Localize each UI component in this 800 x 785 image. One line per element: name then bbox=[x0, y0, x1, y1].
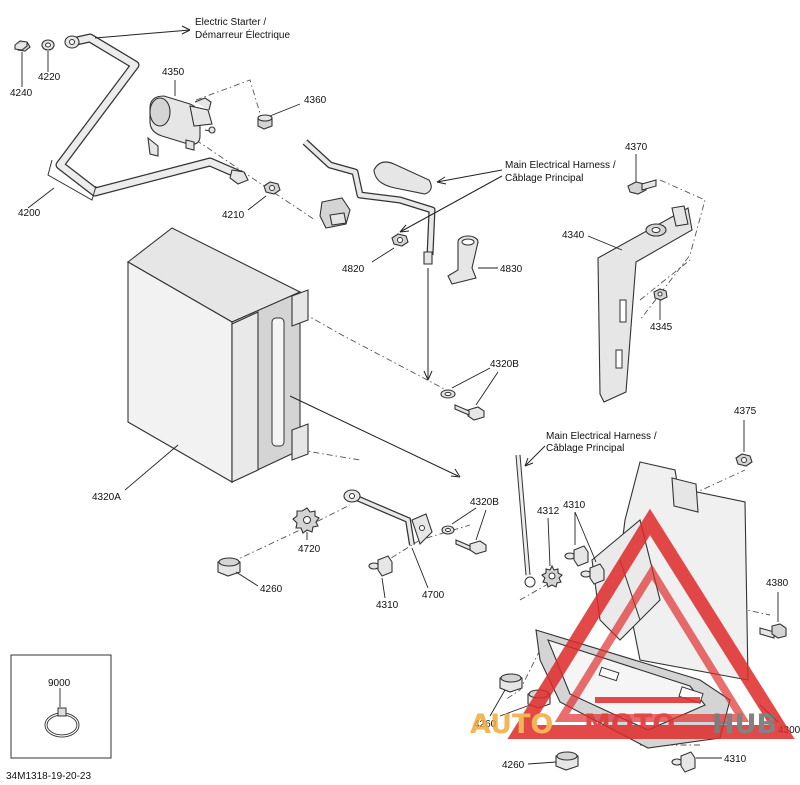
automotohub-watermark: AUTO MOTO HUB bbox=[470, 508, 795, 740]
screw-4310-mid bbox=[368, 555, 393, 577]
label-4375: 4375 bbox=[734, 406, 757, 417]
nut-4820 bbox=[391, 233, 409, 247]
screw-4360 bbox=[257, 114, 273, 130]
starter-cable-4200 bbox=[47, 33, 249, 201]
main-harness-bottom bbox=[515, 454, 536, 588]
note-starter-line2: Démarreur Électrique bbox=[195, 28, 290, 41]
label-4320B-mid: 4320B bbox=[470, 497, 499, 508]
note-main-harness-2: Main Electrical Harness / Câblage Princi… bbox=[524, 431, 657, 467]
label-4260-bottom-1: 4260 bbox=[474, 719, 497, 730]
label-4320A: 4320A bbox=[92, 492, 121, 503]
nut-4345 bbox=[653, 288, 668, 301]
note-harness1-line1: Main Electrical Harness / bbox=[505, 160, 616, 171]
label-4700: 4700 bbox=[422, 590, 445, 601]
bracket-4340 bbox=[597, 205, 693, 403]
watermark-hub: HUB bbox=[712, 709, 777, 740]
label-9000: 9000 bbox=[48, 678, 71, 689]
starter-solenoid-4350 bbox=[147, 95, 216, 157]
label-4240: 4240 bbox=[10, 88, 33, 99]
flanged-bolt-4260-left bbox=[217, 557, 241, 577]
label-4260-left: 4260 bbox=[260, 584, 283, 595]
note-harness2-line2: Câblage Principal bbox=[546, 443, 624, 454]
label-4310-mid: 4310 bbox=[376, 600, 399, 611]
label-4350: 4350 bbox=[162, 67, 185, 78]
label-4360: 4360 bbox=[304, 95, 327, 106]
note-electric-starter: Electric Starter / Démarreur Électrique bbox=[94, 17, 290, 41]
label-4210: 4210 bbox=[222, 210, 245, 221]
label-4220: 4220 bbox=[38, 72, 61, 83]
label-4320B-top: 4320B bbox=[490, 359, 519, 370]
bolt-4370 bbox=[627, 179, 657, 195]
label-4820: 4820 bbox=[342, 264, 365, 275]
label-4830: 4830 bbox=[500, 264, 523, 275]
label-4312: 4312 bbox=[537, 506, 560, 517]
main-harness-top bbox=[302, 139, 436, 265]
label-4200: 4200 bbox=[18, 208, 41, 219]
star-washer-4720 bbox=[292, 507, 320, 534]
bolt-4320B-mid bbox=[441, 525, 487, 555]
label-4260-bottom-2: 4260 bbox=[502, 760, 525, 771]
watermark-triangle-logo bbox=[507, 508, 795, 739]
nut-4210 bbox=[263, 181, 281, 195]
flanged-bolt-4260-lowest bbox=[555, 751, 579, 771]
ground-strap-4700 bbox=[343, 489, 433, 546]
terminal-boot-4830 bbox=[447, 235, 479, 285]
washer-4220 bbox=[41, 39, 55, 51]
nut-4240 bbox=[14, 40, 31, 52]
arrow-battery-right bbox=[289, 395, 461, 478]
inset-box: 9000 bbox=[10, 654, 112, 759]
note-main-harness-1: Main Electrical Harness / Câblage Princi… bbox=[399, 160, 616, 233]
arrow-harness-down bbox=[423, 268, 433, 381]
watermark-auto: AUTO bbox=[470, 709, 553, 740]
bolt-4320B-top bbox=[440, 389, 485, 421]
label-4345: 4345 bbox=[650, 322, 673, 333]
label-4310-bottom: 4310 bbox=[724, 754, 747, 765]
bolt-4380 bbox=[759, 623, 787, 639]
screw-4310-bottom bbox=[671, 751, 696, 773]
diagram-code: 34M1318-19-20-23 bbox=[6, 771, 91, 782]
battery-4320A bbox=[127, 227, 309, 483]
label-4310-right: 4310 bbox=[563, 500, 586, 511]
watermark-moto: MOTO bbox=[584, 709, 675, 740]
nut-4375 bbox=[735, 453, 753, 467]
label-4380: 4380 bbox=[766, 578, 789, 589]
star-washer-4312 bbox=[541, 564, 563, 588]
label-4370: 4370 bbox=[625, 142, 648, 153]
clamp-9000-part bbox=[44, 707, 80, 738]
label-4720: 4720 bbox=[298, 544, 321, 555]
note-harness1-line2: Câblage Principal bbox=[505, 173, 583, 184]
note-harness2-line1: Main Electrical Harness / bbox=[546, 431, 657, 442]
label-4340: 4340 bbox=[562, 230, 585, 241]
screws-4310-right bbox=[564, 545, 605, 585]
note-starter-line1: Electric Starter / bbox=[195, 17, 266, 28]
